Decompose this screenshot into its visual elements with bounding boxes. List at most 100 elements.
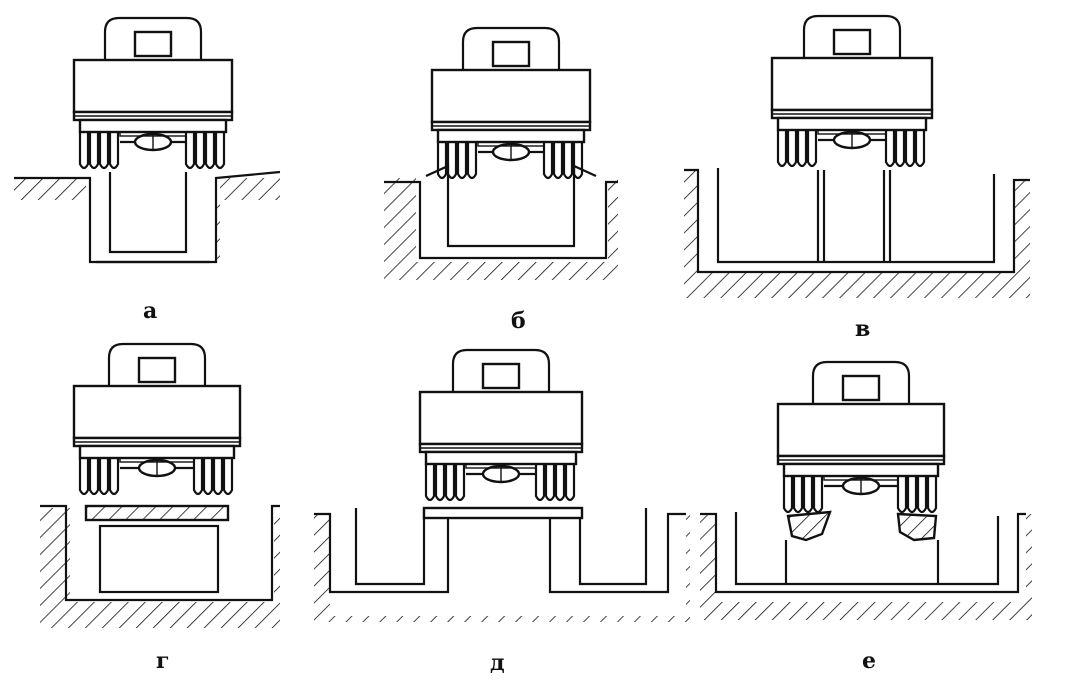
ground-hatch — [40, 508, 280, 628]
pneumatic-cylinder — [542, 142, 554, 180]
pneumatic-cylinder — [108, 458, 120, 496]
pneumatic-cylinder — [454, 464, 466, 502]
panel-d-drawing — [314, 348, 690, 622]
machine-body — [430, 68, 592, 124]
machine-body — [770, 56, 934, 112]
pneumatic-cylinder — [184, 132, 196, 170]
die-block — [425, 164, 597, 248]
pneumatic-cylinder — [436, 142, 448, 180]
pneumatic-cylinder — [78, 132, 90, 170]
ground-hatch — [684, 170, 1030, 298]
pneumatic-cylinder — [108, 132, 120, 170]
pneumatic-cylinder — [802, 476, 814, 514]
pneumatic-cylinder — [214, 132, 226, 170]
pneumatic-cylinder — [194, 132, 206, 170]
pit-right — [548, 512, 686, 594]
panel-label-v: в — [855, 316, 871, 342]
machine-frame — [436, 128, 586, 144]
panel-label-g: г — [156, 648, 170, 674]
pneumatic-cylinder — [444, 464, 456, 502]
pneumatic-cylinder — [552, 142, 564, 180]
pneumatic-cylinder — [534, 464, 546, 502]
pneumatic-cylinder — [466, 142, 478, 180]
machine-handle-block — [841, 374, 881, 402]
pneumatic-cylinder — [78, 458, 90, 496]
pneumatic-cylinder — [204, 132, 216, 170]
pit-left-inner — [354, 508, 426, 586]
machine-body — [72, 384, 242, 440]
pneumatic-cylinder — [212, 458, 224, 496]
grip-right — [896, 512, 938, 542]
ground-hatch — [314, 514, 690, 622]
machine-body — [418, 390, 584, 446]
pneumatic-cylinder — [456, 142, 468, 180]
panel-a-drawing — [14, 16, 281, 268]
grip-left — [786, 510, 832, 542]
pneumatic-cylinder — [786, 130, 798, 168]
pneumatic-cylinder — [896, 476, 908, 514]
pit-left — [314, 512, 450, 594]
pneumatic-cylinder — [782, 476, 794, 514]
pneumatic-cylinder — [98, 458, 110, 496]
machine-handle — [461, 26, 561, 70]
crossbar — [119, 457, 195, 463]
panel-v-drawing — [684, 14, 1030, 298]
machine-frame — [78, 118, 228, 134]
machine-handle — [451, 348, 551, 392]
die-block — [108, 172, 188, 254]
pneumatic-cylinder — [434, 464, 446, 502]
pneumatic-cylinder — [914, 130, 926, 168]
pneumatic-cylinder — [88, 458, 100, 496]
pneumatic-cylinder — [202, 458, 214, 496]
pneumatic-cylinder — [446, 142, 458, 180]
pit-inner-wall — [734, 512, 1000, 586]
panel-b-drawing — [384, 26, 618, 280]
pneumatic-cylinder — [562, 142, 574, 180]
machine-frame — [424, 450, 578, 466]
pneumatic-cylinder — [894, 130, 906, 168]
crossbar — [477, 141, 545, 147]
ground-surface — [384, 180, 618, 260]
machine-frame — [78, 444, 236, 460]
pit-outline — [700, 512, 1026, 594]
pneumatic-cylinder — [884, 130, 896, 168]
pneumatic-cylinder — [904, 130, 916, 168]
panel-e-drawing — [700, 360, 1032, 620]
pneumatic-cylinder — [424, 464, 436, 502]
crossbar — [817, 129, 887, 135]
pneumatic-cylinder — [906, 476, 918, 514]
machine-handle-block — [481, 362, 521, 390]
machine-handle-block — [133, 30, 173, 58]
panel-label-a: а — [143, 298, 158, 324]
crossbar — [119, 131, 187, 137]
ground-hatch — [384, 178, 618, 280]
panel-label-e: е — [862, 648, 876, 674]
machine-handle — [802, 14, 902, 58]
bridge-plate — [422, 506, 584, 520]
pneumatic-cylinder — [806, 130, 818, 168]
pneumatic-cylinder — [564, 464, 576, 502]
pit-inner-wall — [716, 168, 996, 264]
pit-right-inner — [578, 508, 648, 586]
machine-body — [72, 58, 234, 114]
crossbar — [465, 463, 537, 469]
ground-hatch — [700, 514, 1032, 620]
machine-handle-block — [137, 356, 177, 384]
panel-label-d: д — [490, 650, 505, 676]
panel-label-b: б — [511, 308, 526, 334]
machine-handle-block — [491, 40, 531, 68]
pneumatic-cylinder — [222, 458, 234, 496]
pneumatic-cylinder — [554, 464, 566, 502]
pneumatic-cylinder — [572, 142, 584, 180]
machine-frame — [776, 116, 928, 132]
panel-g-drawing — [40, 342, 280, 628]
pneumatic-cylinder — [98, 132, 110, 170]
pneumatic-cylinder — [544, 464, 556, 502]
crossbar — [823, 475, 899, 481]
machine-handle — [811, 360, 911, 404]
pneumatic-cylinder — [926, 476, 938, 514]
pneumatic-cylinder — [88, 132, 100, 170]
pneumatic-cylinder — [776, 130, 788, 168]
